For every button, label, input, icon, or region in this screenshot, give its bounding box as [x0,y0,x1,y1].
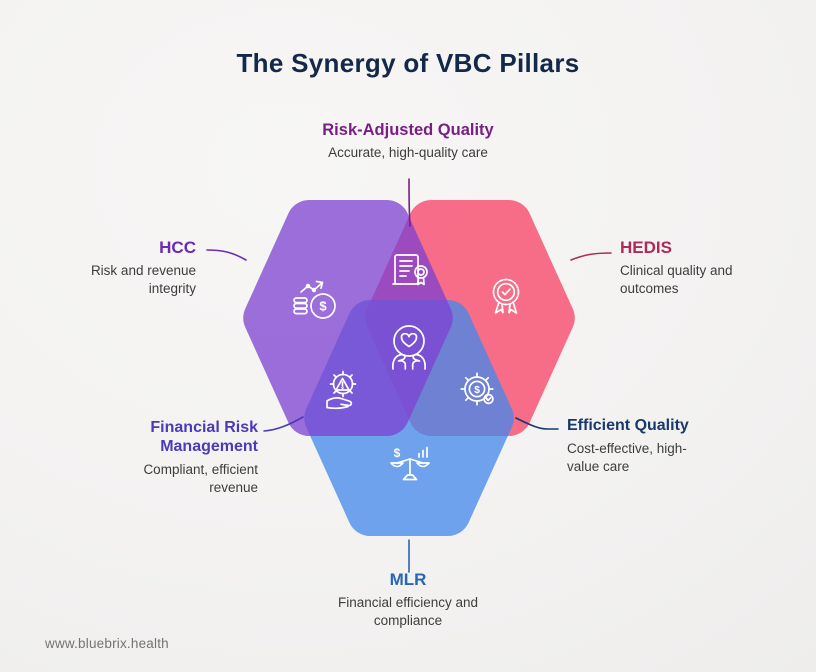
label-efficient-quality: Efficient Quality Cost-effective, high-v… [567,417,727,476]
connector-financial-risk-management [263,416,304,432]
label-desc: Risk and revenue integrity [90,263,196,296]
connector-risk-adjusted-quality [408,178,411,227]
page-title: The Synergy of VBC Pillars [236,48,580,78]
label-title: Efficient Quality [567,417,689,434]
gear-dollar-check-icon: $ [460,372,494,406]
label-mlr: MLR Financial efficiency and compliance [0,570,816,630]
label-desc: Accurate, high-quality care [328,145,488,161]
certificate-seal-icon [392,254,428,286]
connector-hcc [206,249,247,261]
label-desc: Financial efficiency and compliance [337,595,479,628]
medal-check-icon [492,278,520,314]
icon-group: $ [293,254,520,481]
hand-gear-warning-icon [326,370,357,410]
hands-heart-icon [392,325,426,370]
hexagon-group [243,200,575,536]
connector-efficient-quality [515,417,559,430]
hexagon-hcc [243,200,453,436]
balance-scale-icon: $ [390,446,430,481]
connector-hedis [570,252,612,261]
label-title: Risk-Adjusted Quality [322,121,494,139]
label-risk-adjusted-quality: Risk-Adjusted Quality Accurate, high-qua… [298,121,518,162]
dollar-glyph: $ [319,299,327,314]
label-desc: Compliant, efficient revenue [143,461,258,495]
connector-lines [206,178,612,573]
label-title: HCC [159,238,196,257]
coins-growth-icon: $ [293,280,336,319]
dollar-glyph: $ [394,446,401,460]
label-hcc: HCC Risk and revenue integrity [46,238,196,298]
label-title: Financial Risk Management [150,419,258,455]
label-hedis: HEDIS Clinical quality and outcomes [620,238,780,298]
label-title: HEDIS [620,238,672,257]
label-desc: Clinical quality and outcomes [620,263,733,296]
website-url: www.bluebrix.health [45,636,169,651]
label-desc: Cost-effective, high-value care [567,440,687,474]
label-title: MLR [389,570,427,589]
dollar-glyph: $ [474,384,480,396]
label-financial-risk-management: Financial Risk Management Compliant, eff… [108,419,258,496]
